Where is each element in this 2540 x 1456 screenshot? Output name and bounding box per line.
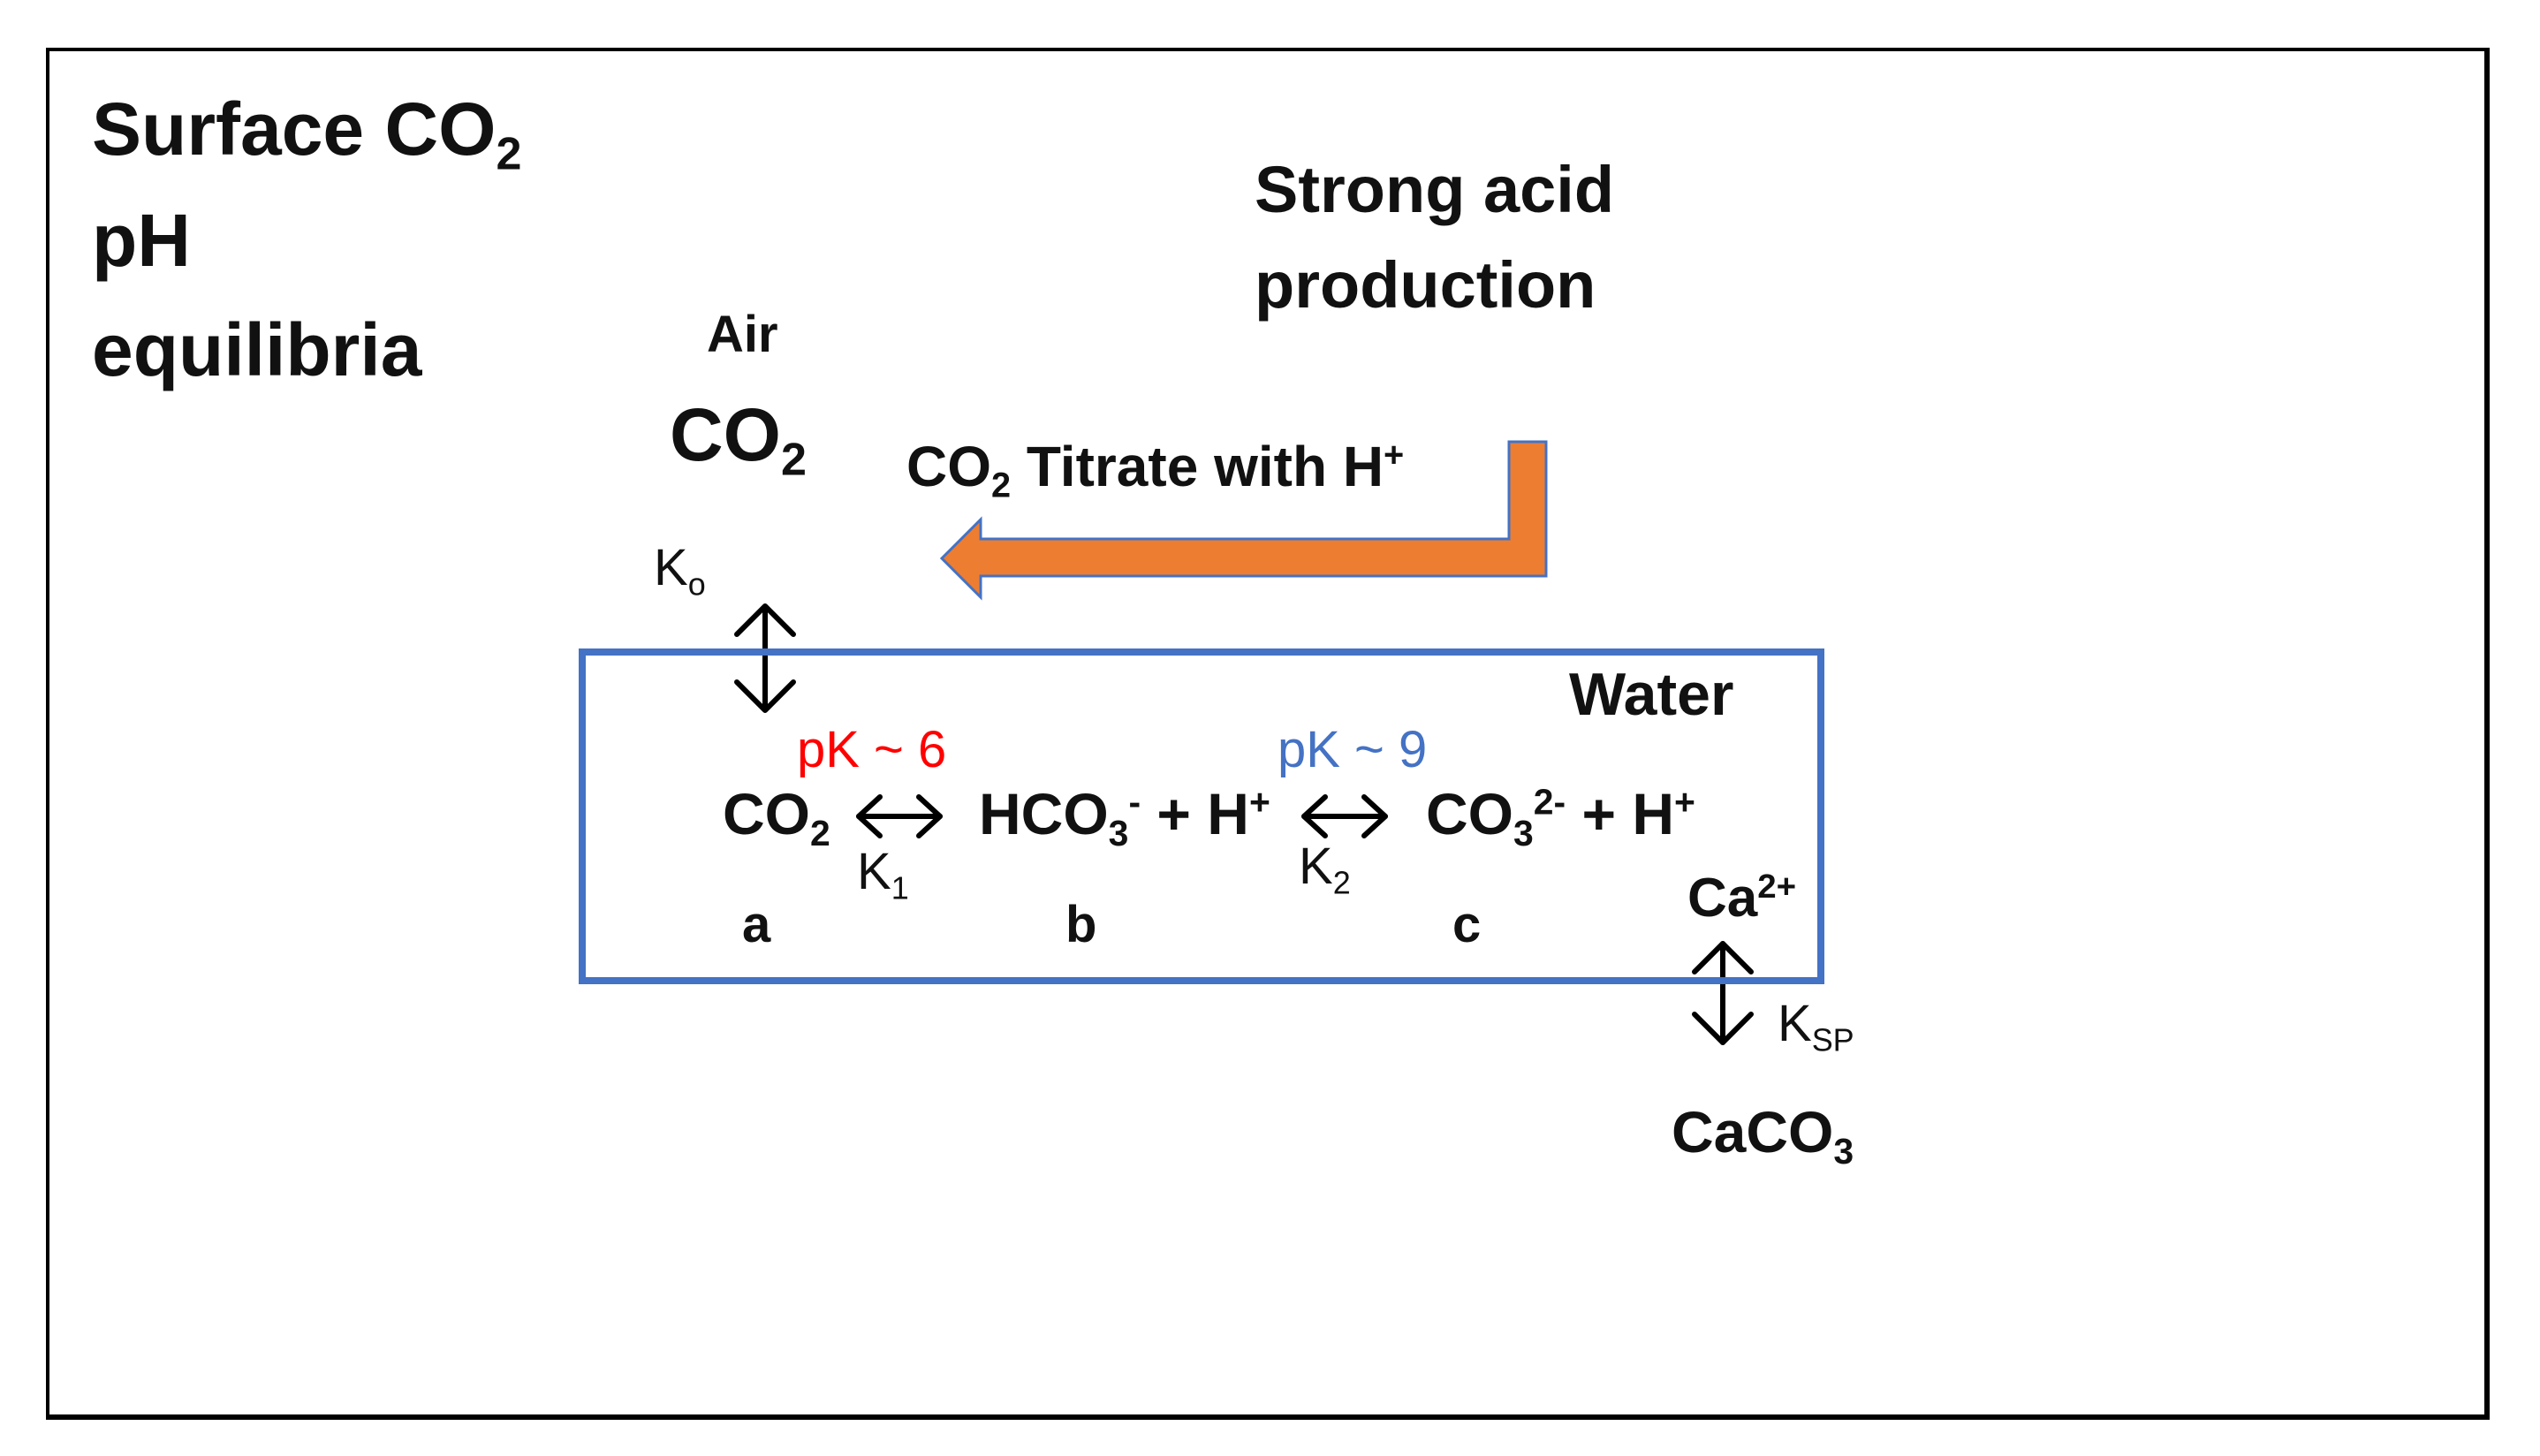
k2-label: K2 bbox=[1299, 838, 1351, 901]
species-b-label: b bbox=[1065, 896, 1097, 953]
water-box bbox=[579, 648, 1824, 984]
title-line-1: Surface CO2 bbox=[92, 87, 522, 180]
pk2-label: pK ~ 9 bbox=[1278, 721, 1428, 778]
eq-co2: CO2 bbox=[723, 781, 830, 854]
acid-title-line-1: Strong acid bbox=[1255, 153, 1615, 226]
water-label: Water bbox=[1569, 661, 1734, 728]
ko-label: Ko bbox=[654, 539, 706, 603]
species-a-label: a bbox=[742, 896, 771, 953]
ksp-label: KSP bbox=[1778, 995, 1854, 1058]
k1-double-arrow bbox=[856, 794, 943, 838]
eq-hco3: HCO3- + H+ bbox=[979, 781, 1270, 854]
diagram-frame bbox=[46, 48, 2490, 1420]
pk1-label: pK ~ 6 bbox=[797, 721, 947, 778]
calcium-ion: Ca2+ bbox=[1687, 867, 1797, 929]
title-line-3: equilibria bbox=[92, 308, 422, 391]
caco3-label: CaCO3 bbox=[1672, 1099, 1854, 1172]
air-label: Air bbox=[707, 306, 778, 363]
ksp-double-arrow bbox=[1692, 941, 1754, 1045]
k2-double-arrow bbox=[1301, 794, 1388, 838]
title-line-2: pH bbox=[92, 199, 191, 282]
eq-co3: CO32- + H+ bbox=[1426, 781, 1695, 854]
acid-arrow bbox=[939, 440, 1548, 601]
titrate-label: CO2 Titrate with H+ bbox=[906, 435, 1405, 505]
k1-label: K1 bbox=[857, 843, 909, 906]
ko-double-arrow bbox=[734, 603, 796, 713]
acid-title-line-2: production bbox=[1255, 248, 1596, 322]
air-co2: CO2 bbox=[670, 393, 807, 486]
species-c-label: c bbox=[1452, 896, 1482, 953]
